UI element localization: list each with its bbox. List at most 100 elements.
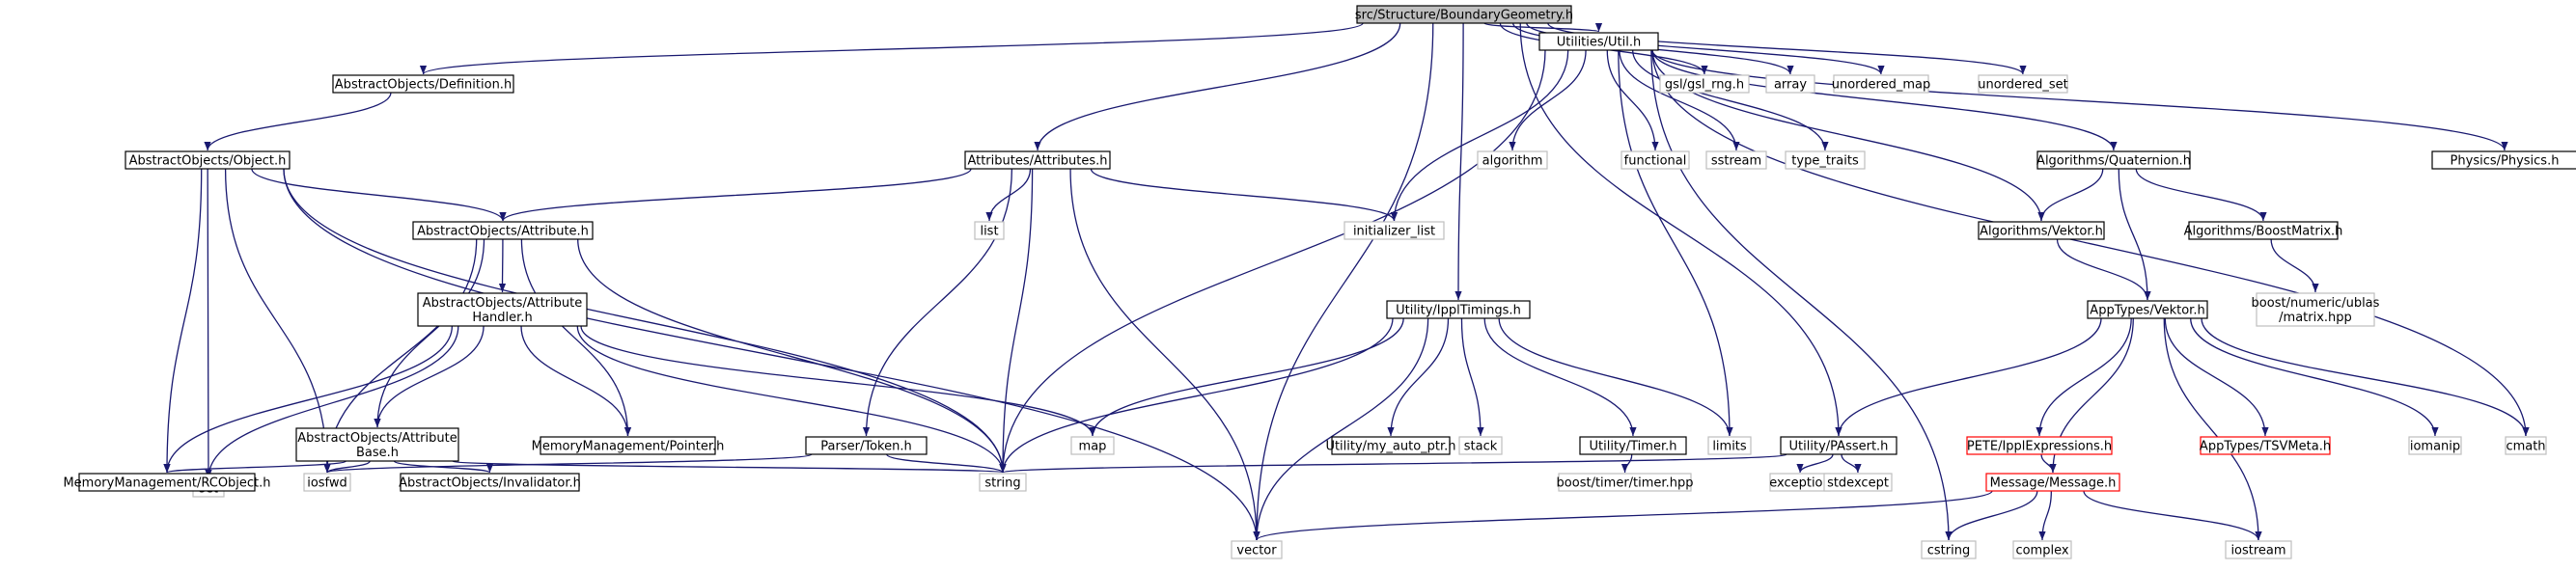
edge-attr_handler-to-rcobject xyxy=(163,325,454,474)
node-apptypes_vektor[interactable]: AppTypes/Vektor.h xyxy=(2087,300,2208,319)
node-physics[interactable]: Physics/Physics.h xyxy=(2431,150,2576,170)
node-label: Utility/Timer.h xyxy=(1590,440,1677,454)
edge-ippltimings-to-timer xyxy=(1483,317,1637,437)
node-boostmatrix[interactable]: Algorithms/BoostMatrix.h xyxy=(2184,221,2343,240)
node-label: unordered_map xyxy=(1832,78,1931,93)
edge-util-to-cmath xyxy=(1651,49,2530,437)
node-my_auto_ptr[interactable]: Utility/my_auto_ptr.h xyxy=(1325,436,1456,455)
edge-attr_base-to-invalidator xyxy=(393,460,493,474)
node-definition[interactable]: AbstractObjects/Definition.h xyxy=(332,74,514,94)
node-token[interactable]: Parser/Token.h xyxy=(805,436,928,455)
node-label: Utility/my_auto_ptr.h xyxy=(1325,440,1455,454)
node-box xyxy=(417,292,588,327)
edge-quaternion-to-boostmatrix xyxy=(2135,168,2267,222)
node-label: boost/timer/timer.hpp xyxy=(1557,476,1694,491)
node-unordered_set: unordered_set xyxy=(1978,74,2068,94)
node-label: Base.h xyxy=(356,446,399,460)
edge-attr_handler-to-attr_base xyxy=(374,325,485,428)
node-label: iomanip xyxy=(2410,440,2460,454)
edge-passert-to-stdexcept xyxy=(1841,453,1862,474)
node-vektor_alg[interactable]: Algorithms/Vektor.h xyxy=(1978,221,2105,240)
node-box xyxy=(412,221,594,240)
node-type_traits: type_traits xyxy=(1785,150,1866,170)
edge-token-to-iosfwd xyxy=(323,453,813,474)
edge-boostmatrix-to-ublas xyxy=(2270,238,2319,293)
node-pete[interactable]: PETE/IpplExpressions.h xyxy=(1966,436,2113,455)
node-attribute[interactable]: AbstractObjects/Attribute.h xyxy=(412,221,594,240)
edge-apptypes_vektor-to-iostream xyxy=(2163,317,2262,541)
node-ippltimings[interactable]: Utility/IpplTimings.h xyxy=(1386,300,1531,319)
node-box xyxy=(1705,150,1767,170)
node-label: Attributes/Attributes.h xyxy=(967,154,1107,169)
node-label: cstring xyxy=(1927,544,1970,558)
node-label: AppTypes/Vektor.h xyxy=(2090,304,2204,318)
node-label: Utility/IpplTimings.h xyxy=(1396,304,1521,318)
node-timer[interactable]: Utility/Timer.h xyxy=(1579,436,1687,455)
edge-attributes-to-attribute xyxy=(499,168,972,222)
node-box xyxy=(1558,473,1692,492)
node-passert[interactable]: Utility/PAssert.h xyxy=(1780,436,1897,455)
node-box xyxy=(1343,221,1445,240)
node-box xyxy=(1823,473,1893,492)
node-tsvmeta[interactable]: AppTypes/TSVMeta.h xyxy=(2200,436,2331,455)
node-label: Algorithms/BoostMatrix.h xyxy=(2184,225,2343,239)
node-quaternion[interactable]: Algorithms/Quaternion.h xyxy=(2036,150,2191,170)
node-algorithm: algorithm xyxy=(1477,150,1548,170)
node-vector: vector xyxy=(1231,540,1283,559)
node-box xyxy=(2036,150,2191,170)
node-box xyxy=(805,436,928,455)
node-box xyxy=(1231,540,1283,559)
node-label: iosfwd xyxy=(307,476,347,491)
node-label: complex xyxy=(2015,544,2068,558)
node-label: stack xyxy=(1464,440,1498,454)
node-box xyxy=(1477,150,1548,170)
edge-util-to-algorithm xyxy=(1509,49,1587,151)
edge-message-to-cstring xyxy=(1945,490,2038,541)
node-box xyxy=(1579,436,1687,455)
node-rcobject[interactable]: MemoryManagement/RCObject.h xyxy=(63,473,271,492)
node-label: type_traits xyxy=(1791,154,1859,169)
node-label: Physics/Physics.h xyxy=(2451,154,2560,169)
node-box xyxy=(1780,436,1897,455)
edge-passert-to-string xyxy=(1000,453,1787,474)
node-label: MemoryManagement/Pointer.h xyxy=(532,440,725,454)
node-unordered_map: unordered_map xyxy=(1832,74,1931,94)
node-attributes[interactable]: Attributes/Attributes.h xyxy=(964,150,1111,170)
node-box xyxy=(2087,300,2208,319)
node-limits: limits xyxy=(1707,436,1752,455)
edge-root-to-vector xyxy=(1253,22,1434,541)
edge-util-to-initializer_list xyxy=(1390,49,1569,222)
node-box xyxy=(332,74,514,94)
node-util[interactable]: Utilities/Util.h xyxy=(1538,32,1659,51)
node-gsl_rng: gsl/gsl_rng.h xyxy=(1659,74,1750,94)
node-root[interactable]: src/Structure/BoundaryGeometry.h xyxy=(1355,5,1573,24)
node-box xyxy=(295,427,459,462)
node-label: AbstractObjects/Attribute xyxy=(423,296,582,311)
node-box xyxy=(2012,540,2072,559)
edge-ippltimings-to-vector xyxy=(1253,317,1429,541)
node-label: AbstractObjects/Attribute xyxy=(297,431,457,446)
node-invalidator[interactable]: AbstractObjects/Invalidator.h xyxy=(399,473,581,492)
node-sstream: sstream xyxy=(1705,150,1767,170)
node-label: sstream xyxy=(1711,154,1761,169)
node-box xyxy=(303,473,351,492)
node-box xyxy=(1921,540,1977,559)
node-label: Utility/PAssert.h xyxy=(1789,440,1889,454)
node-object[interactable]: AbstractObjects/Object.h xyxy=(125,150,291,170)
node-label: src/Structure/BoundaryGeometry.h xyxy=(1355,9,1573,23)
node-box xyxy=(974,221,1005,240)
edge-root-to-util xyxy=(1483,22,1602,33)
edge-attr_handler-to-string xyxy=(576,325,1007,474)
edge-ippltimings-to-limits xyxy=(1498,317,1733,437)
node-box xyxy=(1070,436,1115,455)
node-map: map xyxy=(1070,436,1115,455)
node-box xyxy=(1985,473,2120,492)
node-exception: exception xyxy=(1769,473,1831,492)
node-label: unordered_set xyxy=(1978,78,2067,93)
node-message[interactable]: Message/Message.h xyxy=(1985,473,2120,492)
edge-apptypes_vektor-to-passert xyxy=(1835,317,2102,437)
node-pointer[interactable]: MemoryManagement/Pointer.h xyxy=(532,436,725,455)
edge-util-to-limits xyxy=(1618,49,1733,437)
